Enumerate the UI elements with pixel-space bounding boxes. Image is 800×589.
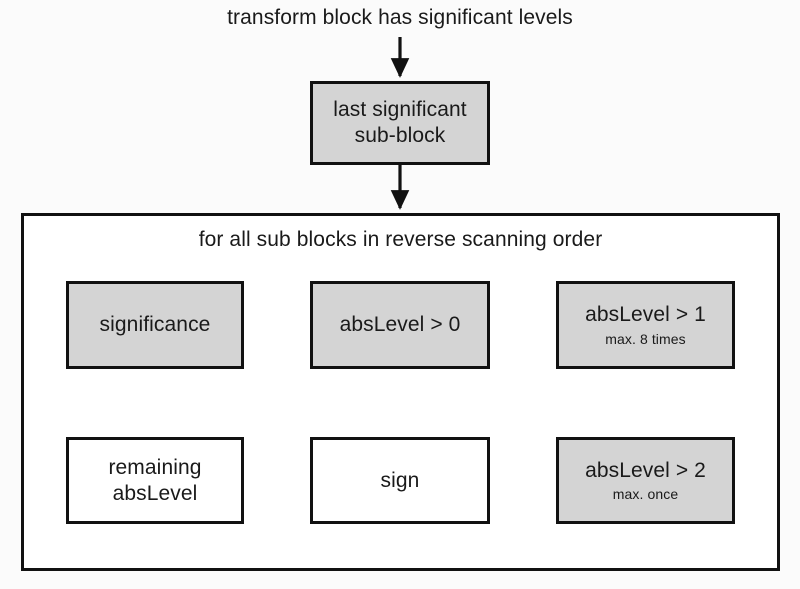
node-abs-level-gt-0[interactable]: absLevel > 0 — [310, 281, 490, 369]
node-label: significance — [99, 313, 211, 337]
node-label: sign — [380, 468, 420, 492]
node-label: absLevel > 1 — [585, 303, 706, 327]
node-sublabel: max. 8 times — [605, 330, 686, 347]
node-label: last significant sub-block — [333, 98, 467, 147]
node-last-significant-sub-block[interactable]: last significant sub-block — [310, 81, 490, 165]
top-caption: transform block has significant levels — [227, 6, 573, 29]
node-abs-level-gt-1[interactable]: absLevel > 1 max. 8 times — [556, 281, 735, 369]
node-sign[interactable]: sign — [310, 437, 490, 524]
node-sublabel: max. once — [612, 486, 679, 503]
loop-caption: for all sub blocks in reverse scanning o… — [198, 228, 603, 251]
node-label: absLevel > 2 — [585, 458, 706, 482]
node-remaining-abs-level[interactable]: remaining absLevel — [66, 437, 244, 524]
node-label: remaining absLevel — [108, 455, 202, 505]
node-label: absLevel > 0 — [339, 313, 461, 337]
node-abs-level-gt-2[interactable]: absLevel > 2 max. once — [556, 437, 735, 524]
node-significance[interactable]: significance — [66, 281, 244, 369]
